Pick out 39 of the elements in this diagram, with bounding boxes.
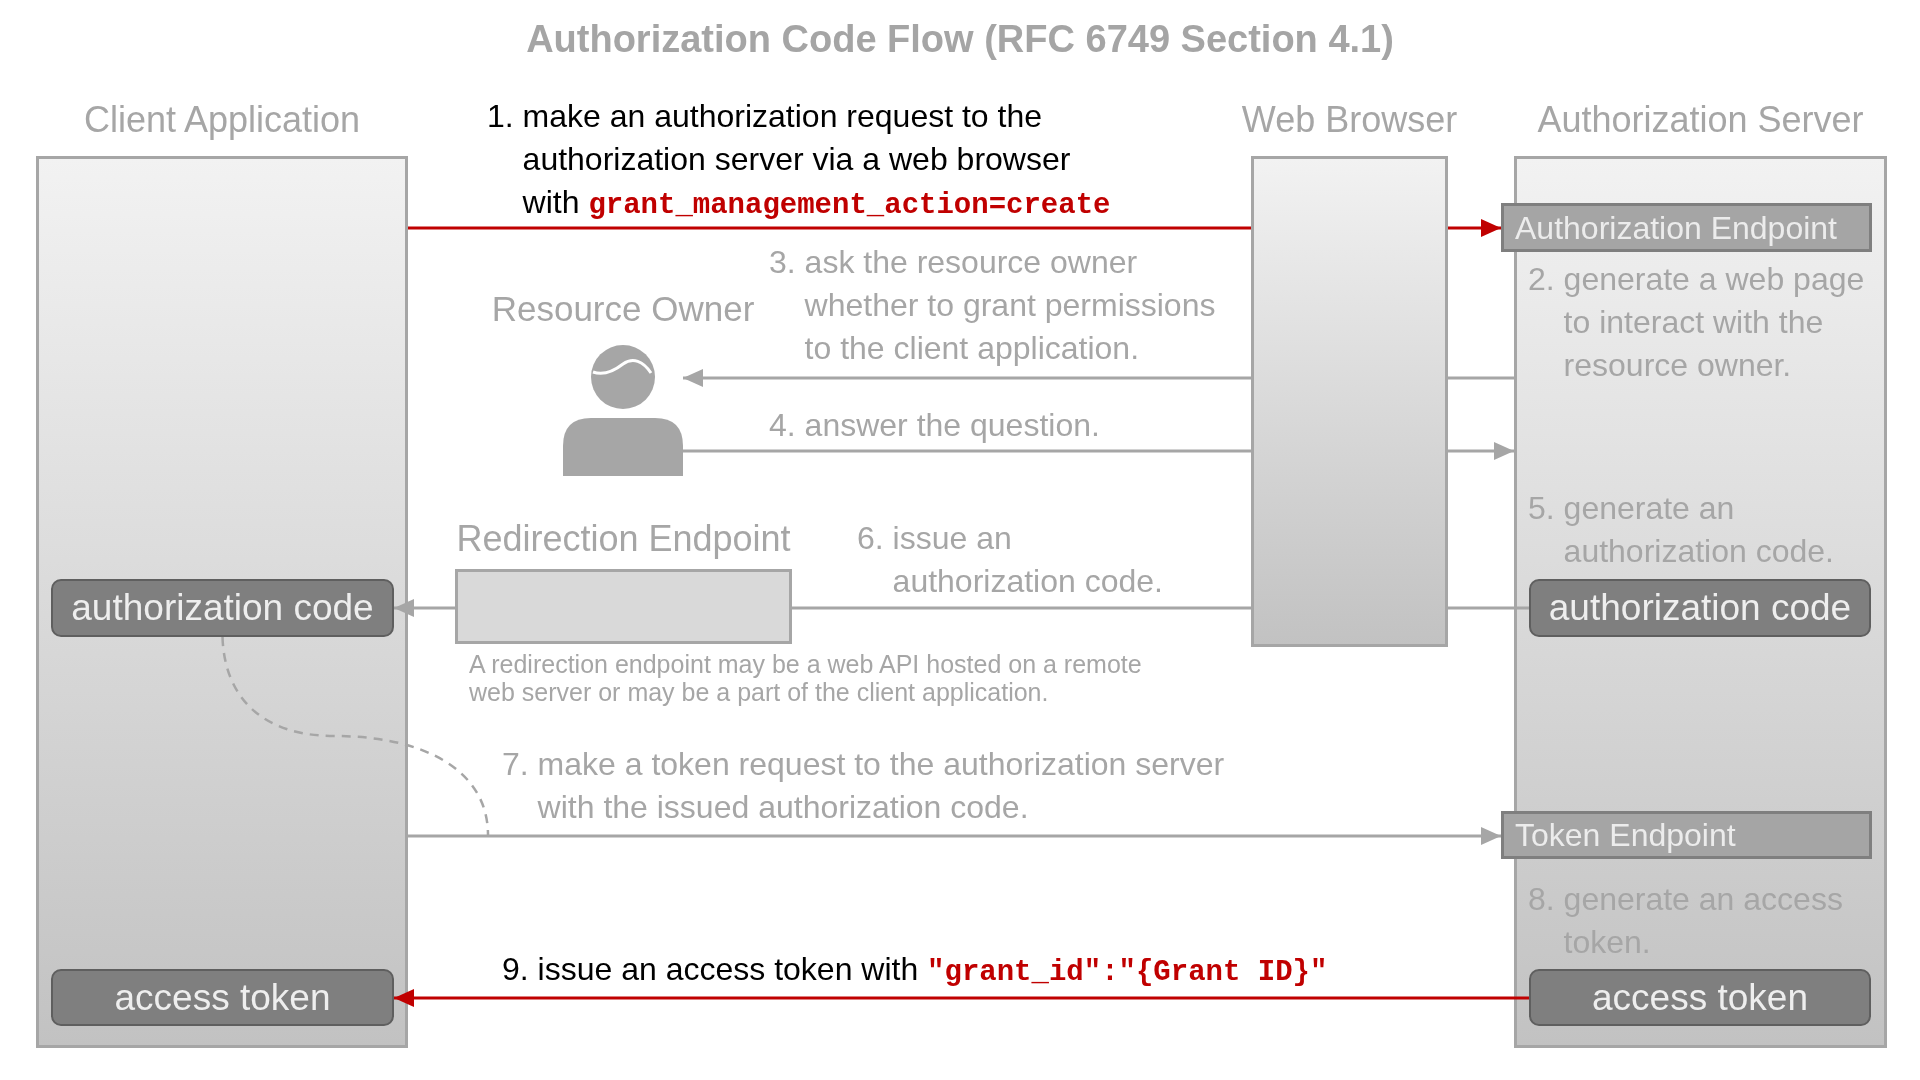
arrow: [1448, 442, 1514, 460]
edge-label: 3. ask the resource owner whether to grant permissions to the client application.: [769, 243, 1217, 368]
person-label: Resource Owner: [491, 289, 755, 329]
endpoint-bar: [1501, 811, 1872, 859]
connector-line: [408, 226, 1251, 230]
endpoint-label: Authorization Endpoint: [1515, 208, 1838, 247]
credential-label: authorization code: [1548, 587, 1852, 629]
diagram-title: Authorization Code Flow (RFC 6749 Section 4.1): [526, 17, 1394, 62]
swimlane-title: Authorization Server: [1537, 99, 1864, 141]
credential-pill: [51, 969, 394, 1026]
arrow: [1448, 219, 1501, 237]
arrow: [408, 827, 1501, 845]
swimlane-title: Client Application: [83, 99, 361, 141]
arrow: [683, 369, 1251, 387]
edge-label: 4. answer the question.: [769, 406, 1100, 445]
connector-line: [1448, 606, 1529, 610]
endpoint-bar: [1501, 203, 1872, 252]
edge-label: 7. make a token request to the authorization server with the issued authorization code.: [502, 745, 1226, 827]
endpoint-title: Redirection Endpoint: [456, 518, 791, 560]
dashed-connector: [221, 636, 490, 836]
credential-label: access token: [1592, 976, 1808, 1019]
edge-label: 9. issue an access token with "grant_id":"{Grant ID}": [502, 950, 1328, 991]
connector-line: [683, 449, 1251, 453]
note-text: A redirection endpoint may be a web API hosted on a remote web server or may be a part of the client application.: [469, 650, 1143, 706]
credential-pill: [51, 579, 394, 637]
step-text: 2. generate a web page to interact with the resource owner.: [1528, 260, 1866, 385]
credential-pill: [1529, 579, 1871, 637]
credential-pill: [1529, 969, 1871, 1026]
connector-line: [792, 606, 1251, 610]
credential-label: access token: [114, 976, 331, 1019]
endpoint-label: Token Endpoint: [1515, 816, 1737, 854]
arrow: [394, 989, 1529, 1007]
person-icon: [563, 344, 683, 476]
edge-label: 1. make an authorization request to the authorization server via a web browser with grant_management_action=create: [487, 97, 1112, 224]
edge-label: 6. issue an authorization code.: [857, 519, 1164, 601]
swimlane-title: Web Browser: [1241, 99, 1458, 141]
arrow: [394, 599, 455, 617]
credential-label: authorization code: [71, 587, 374, 629]
connector-line: [1448, 376, 1514, 380]
